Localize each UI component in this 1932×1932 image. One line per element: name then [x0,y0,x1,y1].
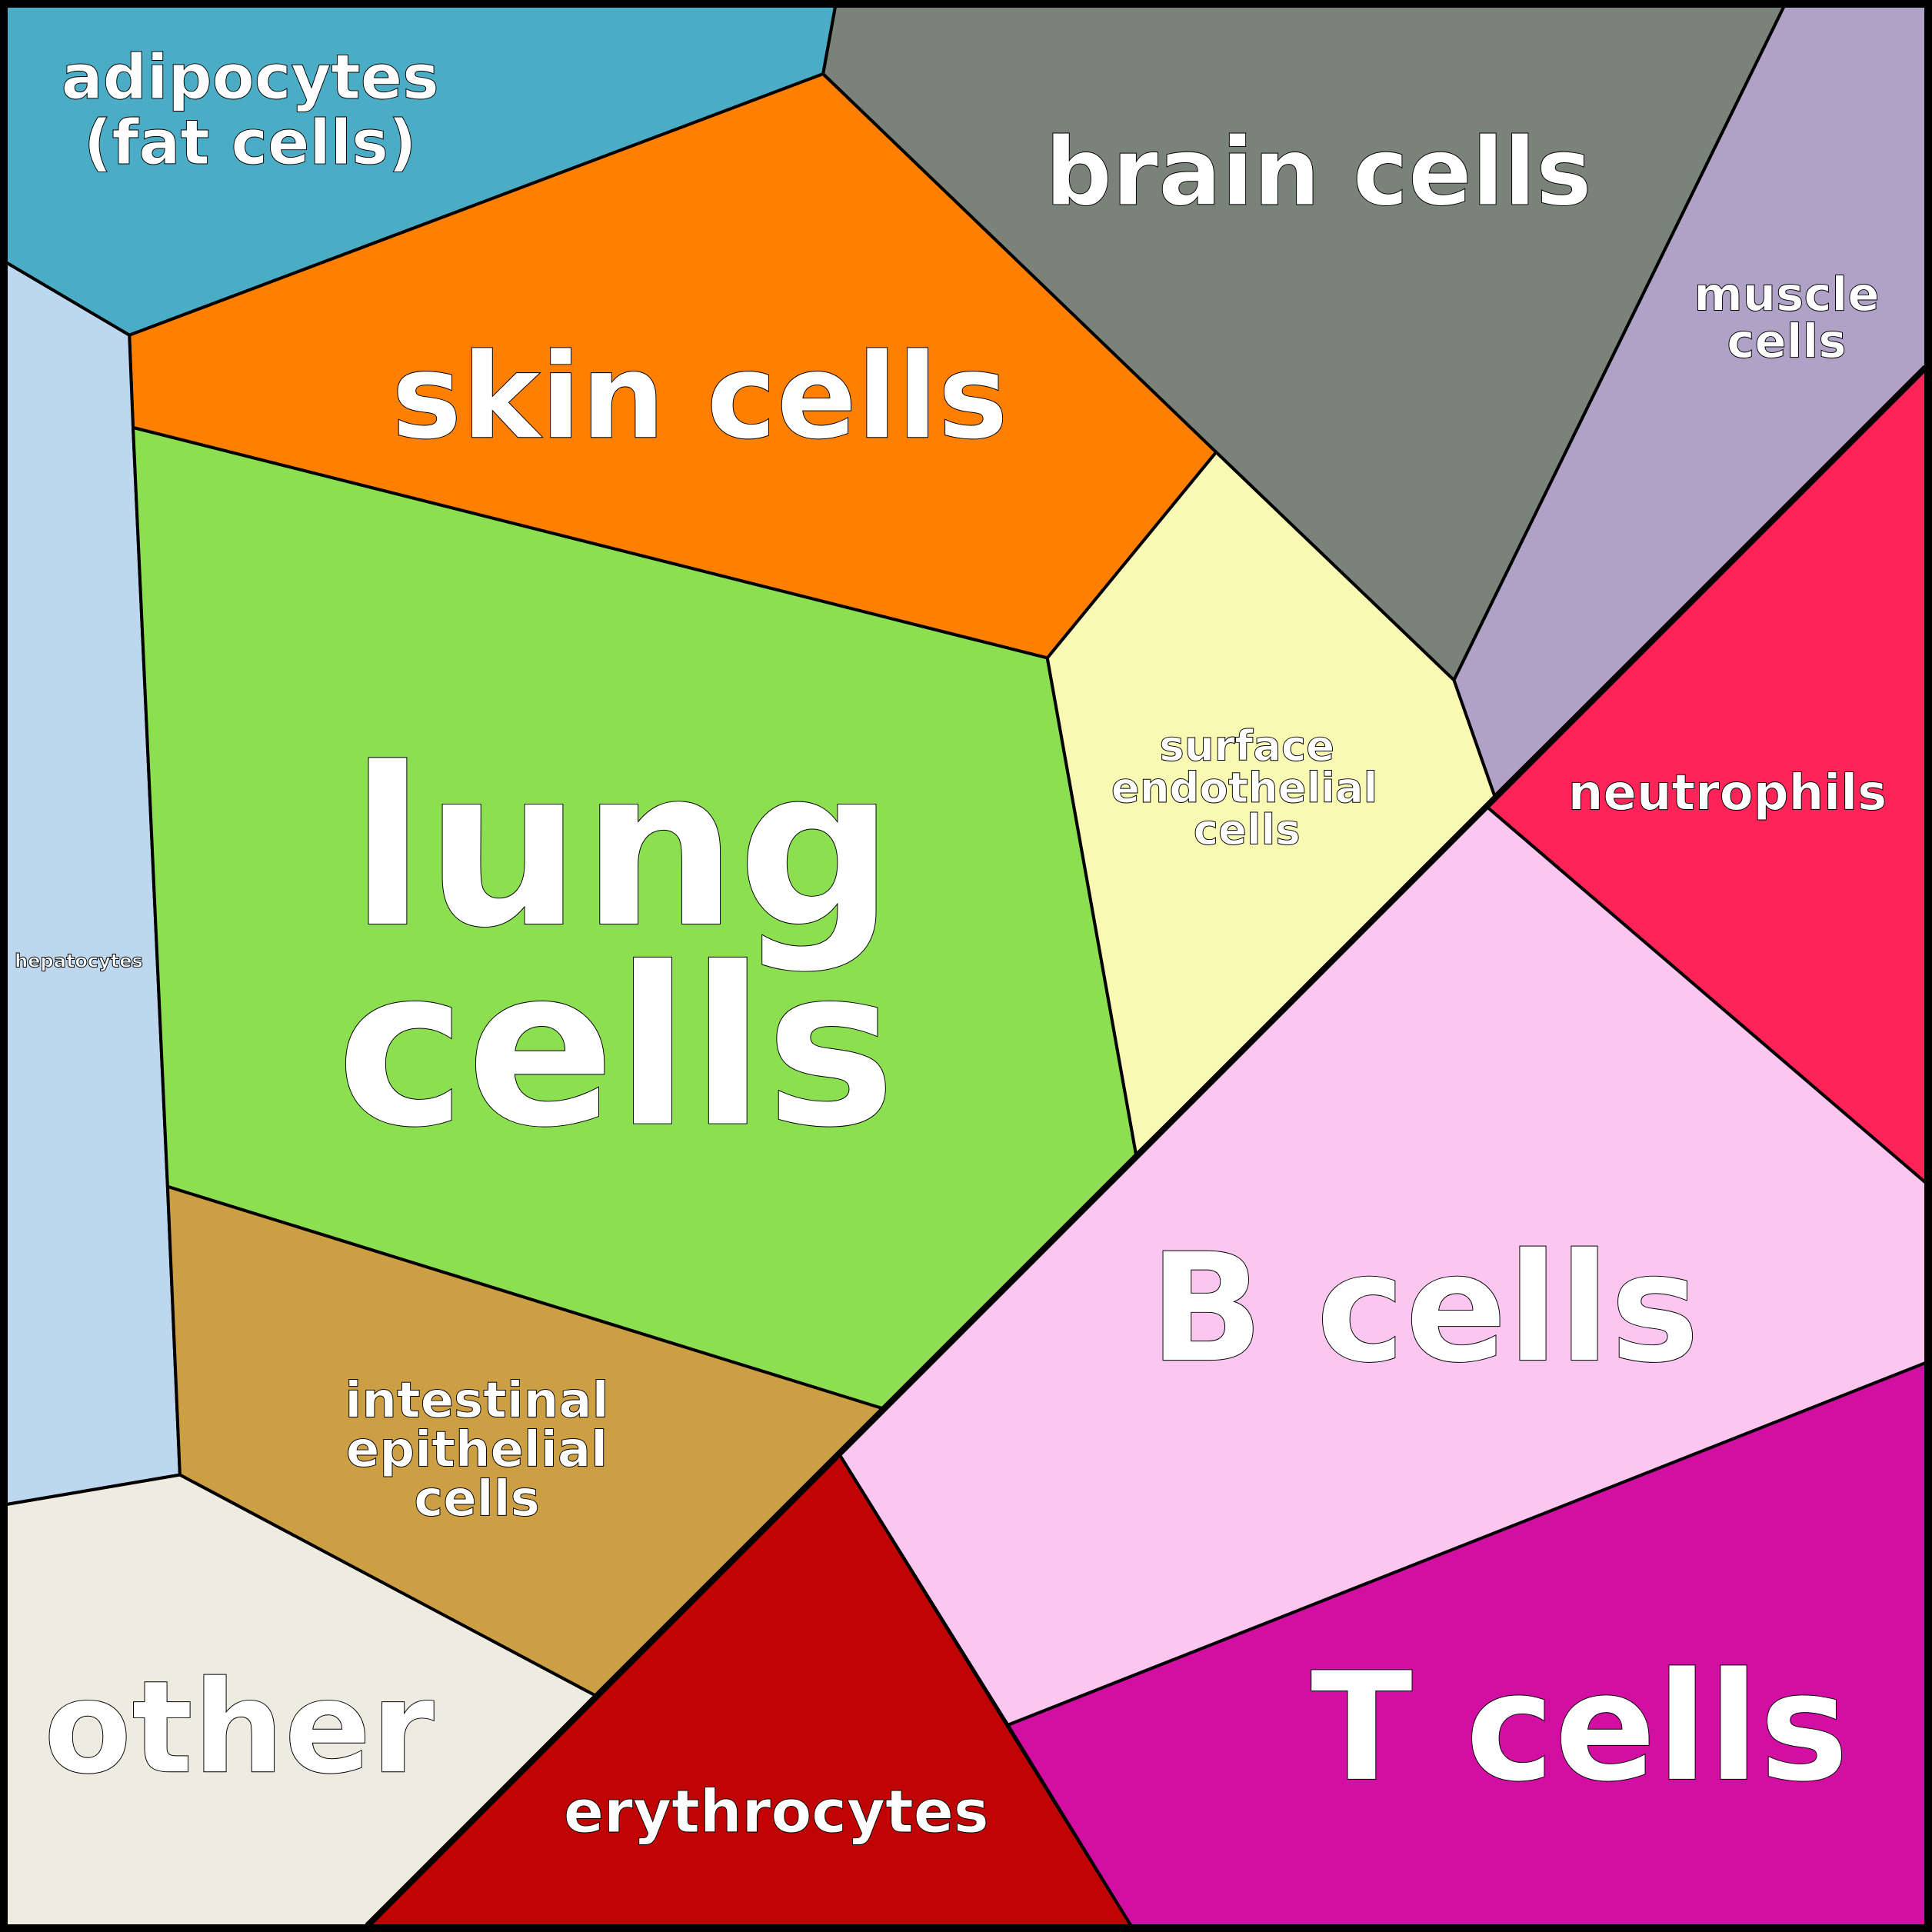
label-t-cells: T cells [1311,1641,1849,1815]
label-adipocytes: adipocytes(fat cells) [62,42,439,178]
label-hepatocytes: hepatocytes [15,951,143,972]
label-neutrophils: neutrophils [1568,765,1887,822]
label-b-cells: B cells [1149,1222,1700,1397]
label-erythrocytes: erythrocytes [564,1778,989,1847]
label-brain: brain cells [1045,118,1592,227]
label-skin: skin cells [391,328,1008,466]
label-other: other [44,1654,435,1803]
divider-line [365,365,1928,1928]
